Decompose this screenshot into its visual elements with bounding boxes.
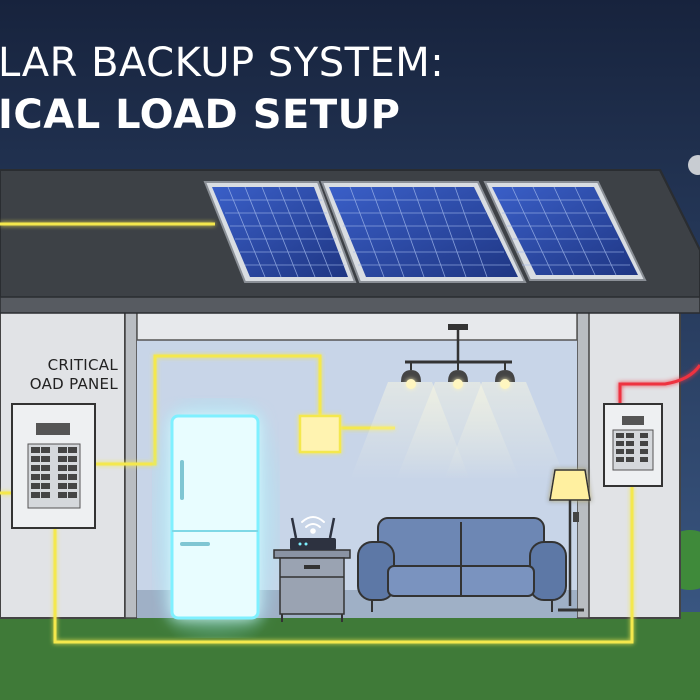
junction-box bbox=[298, 414, 342, 454]
critical-load-wiring bbox=[0, 222, 634, 644]
router-icon bbox=[290, 517, 336, 550]
breaker-panel-icon bbox=[603, 403, 663, 487]
breaker-panel-icon bbox=[11, 403, 96, 529]
floor-lamp-icon bbox=[549, 469, 591, 612]
roof-edge bbox=[659, 169, 700, 251]
pole-insulator bbox=[688, 155, 700, 175]
title-line-1: LAR BACKUP SYSTEM: bbox=[0, 40, 445, 86]
panel-label-line-2: OAD PANEL bbox=[29, 375, 118, 393]
grass-ground bbox=[0, 612, 700, 700]
wall-post-right bbox=[576, 311, 590, 619]
ceiling-beam bbox=[136, 311, 578, 341]
panel-label-line-1: CRITICAL bbox=[47, 356, 118, 374]
roof-fascia bbox=[0, 296, 700, 314]
sofa-icon bbox=[357, 517, 567, 612]
fridge-icon bbox=[152, 398, 280, 638]
solar-panel-icon bbox=[320, 181, 527, 283]
grid-wire bbox=[618, 364, 700, 404]
solar-panel-icon bbox=[203, 181, 357, 283]
solar-panel-icon bbox=[483, 181, 647, 281]
nightstand bbox=[273, 549, 351, 622]
title-line-2: ICAL LOAD SETUP bbox=[0, 92, 401, 138]
critical-load-panel-label: CRITICAL OAD PANEL bbox=[0, 356, 118, 394]
ceiling-light-icon bbox=[350, 324, 566, 480]
wifi-icon bbox=[301, 516, 325, 534]
